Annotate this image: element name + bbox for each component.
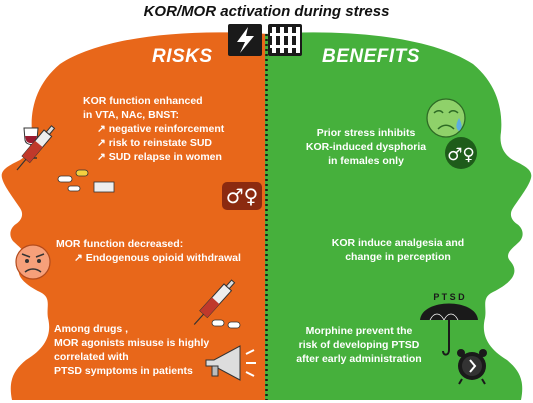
annoyed-face-icon [15,244,51,280]
risks-mor-line2: ↗ Endogenous opioid withdrawal [74,252,241,264]
benefits-analgesia-line1: KOR induce analgesia and [331,237,465,249]
risks-block-kor: KOR function enhanced in VTA, NAc, BNST:… [83,94,224,164]
megaphone-icon [205,345,256,381]
syringe-lower-icon [193,279,236,325]
benefits-block-stress: Prior stress inhibits KOR-induced dyspho… [296,126,436,168]
benefits-stress-line2: KOR-induced dysphoria [305,141,427,153]
benefits-analgesia-line2: change in perception [345,251,451,263]
umbrella-label: P T S D [433,292,465,302]
risks-block-mor: MOR function decreased: ↗ Endogenous opi… [56,237,241,265]
risks-head-silhouette [1,32,268,400]
risks-drugs-line1: Among drugs , [54,323,129,335]
benefits-morphine-line2: risk of developing PTSD [298,339,420,351]
svg-text:♂♀: ♂♀ [226,184,259,208]
gender-symbol-icon: ♂♀ [222,182,262,210]
svg-text:♂♀: ♂♀ [447,145,475,165]
risks-kor-item-2: ↗ risk to reinstate SUD [97,137,212,149]
risks-kor-item-1: ↗ negative reinforcement [97,123,225,135]
risks-heading: RISKS [152,46,213,67]
prison-bars-icon [268,24,302,56]
risks-drugs-line3: correlated with [54,351,129,363]
risks-kor-item-3: ↗ SUD relapse in women [97,151,222,163]
risks-block-drugs: Among drugs , MOR agonists misuse is hig… [54,322,209,378]
risks-kor-line1: KOR function enhanced [83,95,203,107]
benefits-morphine-line3: after early administration [296,353,422,365]
umbrella-icon: P T S D [420,292,478,356]
pills-lower-icon [211,319,241,329]
risks-drugs-line2: MOR agonists misuse is highly [54,337,210,349]
lightning-icon [228,24,262,56]
benefits-stress-line1: Prior stress inhibits [316,127,416,139]
benefits-block-morphine: Morphine prevent the risk of developing … [284,324,434,366]
crying-face-icon [426,98,466,138]
benefits-morphine-line1: Morphine prevent the [305,325,413,337]
risks-mor-line1: MOR function decreased: [56,238,184,250]
benefits-heading: BENEFITS [322,46,420,67]
risks-drugs-line4: PTSD symptoms in patients [54,365,193,377]
syringe-icon [16,125,56,171]
page-title: KOR/MOR activation during stress [143,3,390,20]
alarm-clock-icon [457,349,487,385]
gender-symbol-right-icon: ♂♀ [445,137,477,169]
pills-icon [57,169,115,193]
risks-kor-line2: in VTA, NAc, BNST: [83,109,180,121]
benefits-block-analgesia: KOR induce analgesia and change in perce… [323,236,473,264]
benefits-stress-line3: in females only [328,155,404,167]
